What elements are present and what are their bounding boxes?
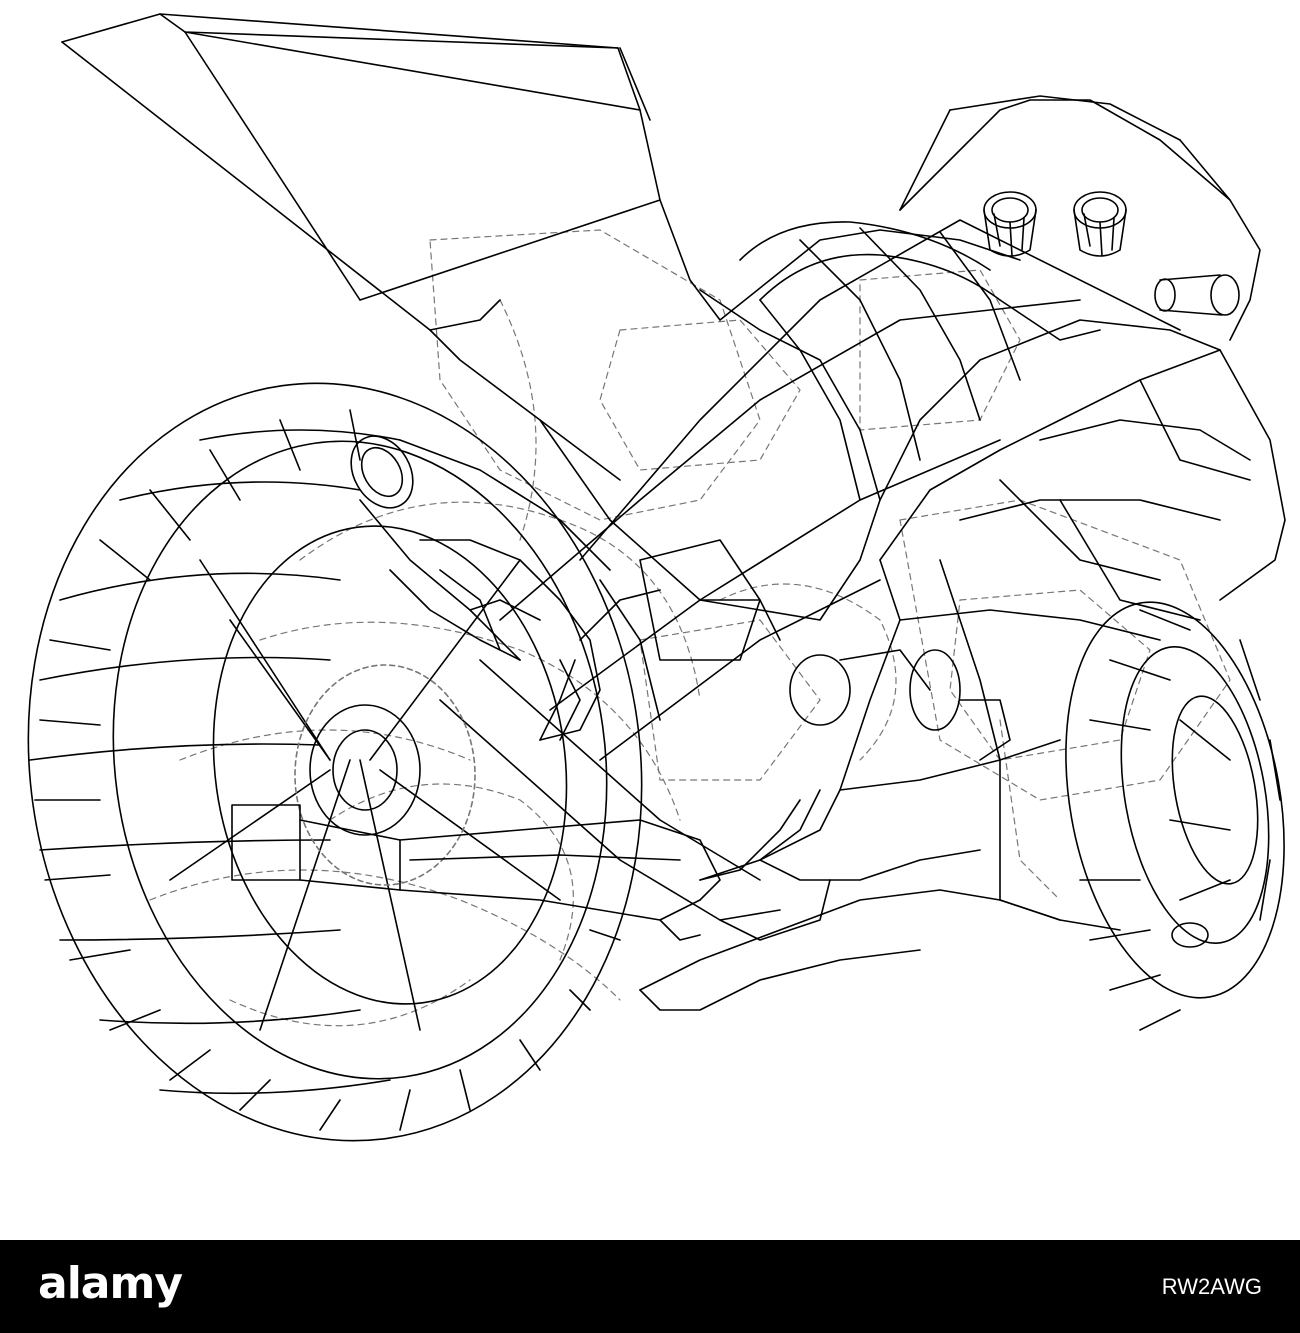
- motorcycle-wireframe-drawing: [27, 13, 1286, 1142]
- watermark-footer: alamy RW2AWG: [0, 1240, 1300, 1333]
- rear-wheel: [27, 382, 643, 1142]
- image-id: RW2AWG: [1161, 1274, 1262, 1299]
- swingarm: [231, 804, 721, 941]
- frame: [439, 219, 1181, 941]
- seat-tank: [759, 227, 1101, 501]
- fairing-body: [539, 95, 1286, 1011]
- alamy-logo: alamy: [38, 1258, 183, 1309]
- air-intakes: [983, 191, 1240, 316]
- hidden-lines: [149, 229, 1231, 1027]
- engine-area: [599, 539, 1011, 761]
- tail-fin: [61, 13, 721, 481]
- wireframe-svg: [27, 13, 1286, 1142]
- front-wheel: [1065, 601, 1285, 1031]
- exhaust: [350, 435, 661, 741]
